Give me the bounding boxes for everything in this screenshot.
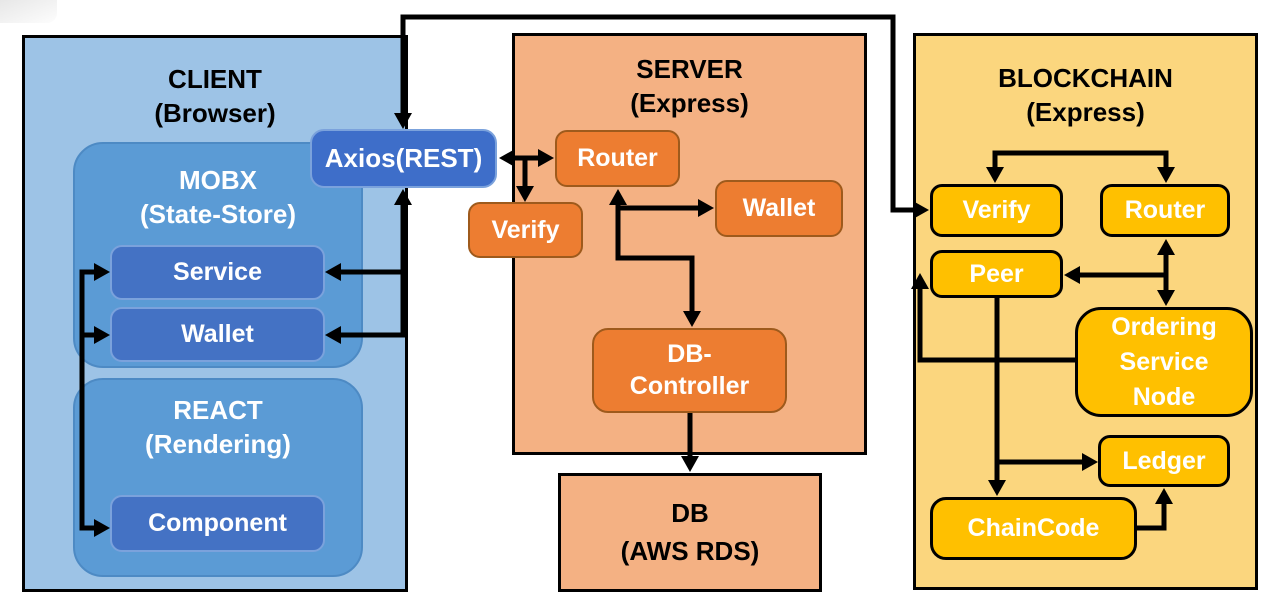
db-controller-node: DB- Controller <box>592 328 787 413</box>
client-title-line: CLIENT <box>168 64 262 94</box>
mobx-title: MOBX (State-Store) <box>75 164 361 232</box>
server-title-line: SERVER <box>636 54 743 84</box>
axios-rest-node: Axios(REST) <box>310 129 497 188</box>
blockchain-title-line: BLOCKCHAIN <box>998 63 1173 93</box>
ledger-node: Ledger <box>1098 435 1230 487</box>
osn-line3: Node <box>1132 382 1196 411</box>
db-title-line: DB <box>671 497 709 528</box>
corner-artifact <box>0 0 57 23</box>
mobx-title-line: MOBX <box>179 165 257 195</box>
react-title-line: REACT <box>173 395 263 425</box>
blockchain-title: BLOCKCHAIN (Express) <box>916 61 1255 130</box>
osn-line2: Service <box>1119 347 1209 376</box>
component-node: Component <box>110 495 325 552</box>
db-controller-line2: Controller <box>629 371 750 400</box>
react-subtitle-line: (Rendering) <box>145 428 291 459</box>
client-subtitle-line: (Browser) <box>154 98 276 129</box>
db-panel: DB (AWS RDS) <box>558 473 822 592</box>
peer-node: Peer <box>930 250 1063 298</box>
server-subtitle-line: (Express) <box>630 88 749 119</box>
mobx-subtitle-line: (State-Store) <box>139 198 296 229</box>
server-title: SERVER (Express) <box>515 52 864 121</box>
server-wallet-node: Wallet <box>715 180 843 237</box>
db-subtitle-line: (AWS RDS) <box>620 535 760 566</box>
client-title: CLIENT (Browser) <box>25 62 405 131</box>
osn-line1: Ordering <box>1111 312 1217 341</box>
blockchain-router-node: Router <box>1100 184 1230 237</box>
ordering-service-node: Ordering Service Node <box>1075 307 1253 417</box>
client-wallet-node: Wallet <box>110 307 325 362</box>
server-router-node: Router <box>555 130 680 187</box>
blockchain-subtitle-line: (Express) <box>1026 97 1145 128</box>
react-title: REACT (Rendering) <box>75 394 361 462</box>
db-controller-line1: DB- <box>667 340 712 369</box>
server-verify-node: Verify <box>468 202 583 258</box>
blockchain-verify-node: Verify <box>930 184 1063 237</box>
service-node: Service <box>110 245 325 300</box>
chaincode-node: ChainCode <box>930 497 1137 560</box>
